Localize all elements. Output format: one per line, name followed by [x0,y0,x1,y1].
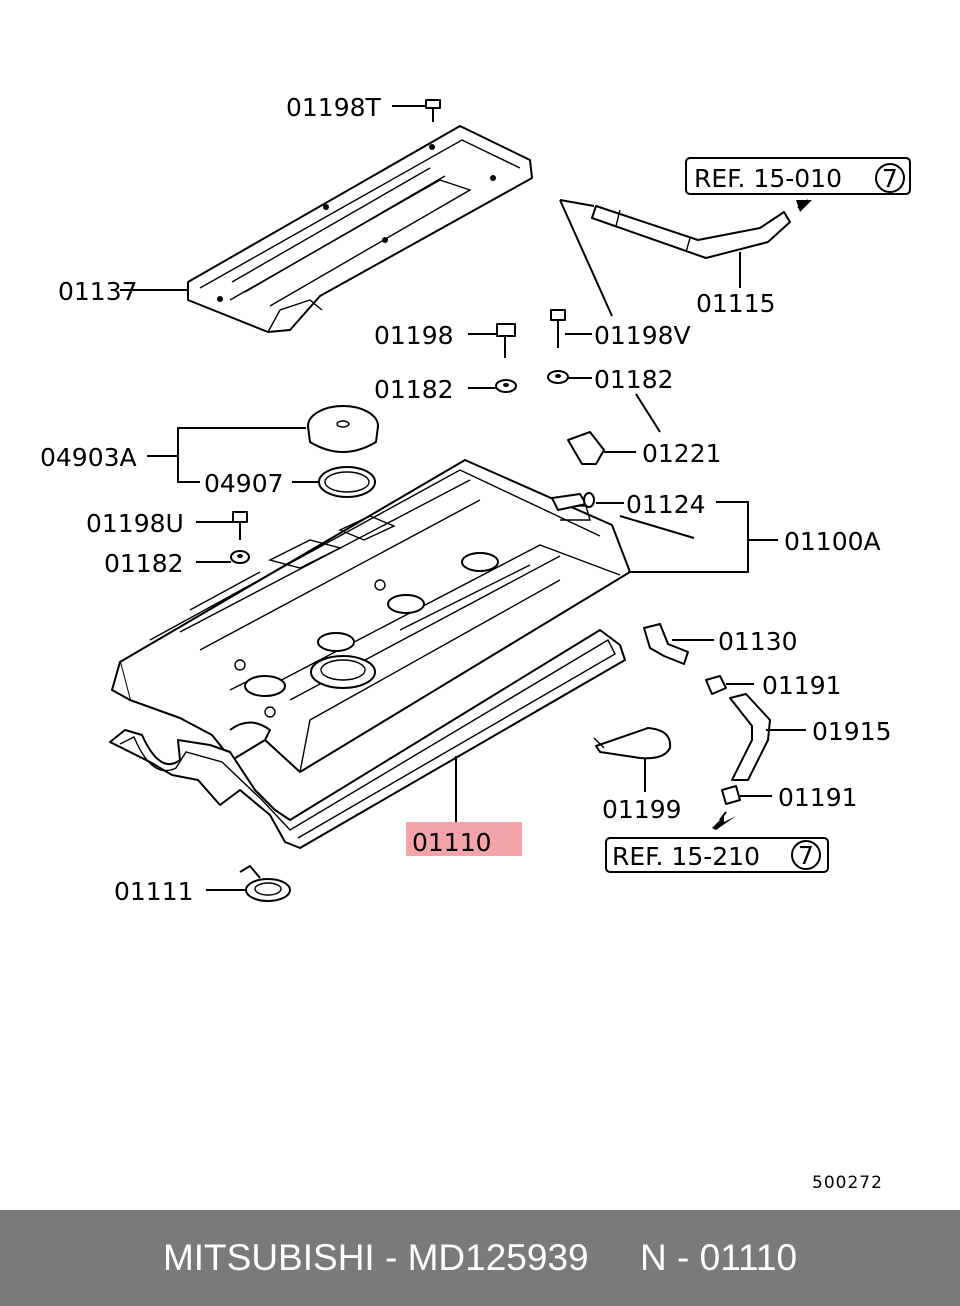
ref-2-label: REF. 15-210 [612,842,760,871]
label-01191-a[interactable]: 01191 [762,671,842,700]
ref-1-label: REF. 15-010 [694,164,842,193]
footer-part-number: MD125939 [407,1237,589,1278]
washer-01182a [495,379,517,393]
footer-brand: MITSUBISHI [162,1237,375,1278]
label-04903A[interactable]: 04903A [40,443,137,472]
bolt-01198 [496,323,516,358]
label-01191-b[interactable]: 01191 [778,783,858,812]
label-01100A[interactable]: 01100A [784,527,881,556]
label-01198V[interactable]: 01198V [594,321,691,350]
bolt-01198T [425,99,441,122]
clamp-part-b [712,785,741,830]
label-01198[interactable]: 01198 [374,321,454,350]
footer-bar: MITSUBISHI - MD125939 N - 01110 [0,1210,960,1306]
label-01130[interactable]: 01130 [718,627,798,656]
washer-01182b [547,370,569,384]
footer-position: N [640,1237,667,1278]
ref-box-1[interactable]: REF. 15-010 7 [685,157,911,195]
oil-cap-gasket-part [318,466,376,498]
oring-part [239,865,291,902]
label-01915[interactable]: 01915 [812,717,892,746]
engine-cover-part [187,125,533,333]
ref-2-number: 7 [798,841,814,870]
sensor-part [643,623,689,665]
ref-1-number: 7 [882,164,898,193]
grommet-part [567,431,605,465]
ref-box-2[interactable]: REF. 15-210 7 [605,837,829,873]
label-04907[interactable]: 04907 [204,469,284,498]
parts-diagram: REF. 15-010 7 REF. 15-210 7 01198T 01137… [40,93,911,1193]
label-01221[interactable]: 01221 [642,439,722,468]
highlight-box [406,822,522,856]
bolt-01198V [550,309,566,348]
breather-fitting-part [551,492,595,511]
clamp-part-a [705,675,727,695]
footer-separator-1: - [374,1237,408,1278]
label-01124[interactable]: 01124 [626,490,706,519]
footer-gap [589,1237,640,1279]
leader-lines [120,105,806,891]
valve-cover-gasket-part [109,629,626,849]
bolt-01198U [232,511,248,540]
part-labels: 01198T 01137 01198 01198V 01182 01182 04… [40,93,892,906]
label-01198T[interactable]: 01198T [286,93,382,122]
oil-cap-part [307,405,379,453]
label-01115[interactable]: 01115 [696,289,776,318]
label-01111[interactable]: 01111 [114,877,194,906]
label-01182-b[interactable]: 01182 [594,365,674,394]
washer-01182c [230,550,250,564]
label-01110[interactable]: 01110 [412,828,492,857]
footer-position-code: 01110 [699,1237,798,1278]
breather-hose-part [591,199,812,259]
diagram-id: 500272 [812,1173,883,1193]
label-01137[interactable]: 01137 [58,277,138,306]
footer-separator-2: - [666,1237,700,1278]
pcv-hose-part [729,693,771,781]
valve-cover-part [111,459,631,773]
label-01182-c[interactable]: 01182 [104,549,184,578]
label-01199[interactable]: 01199 [602,795,682,824]
tie-strap-part [593,727,672,760]
label-01182-a[interactable]: 01182 [374,375,454,404]
label-01198U[interactable]: 01198U [86,509,184,538]
